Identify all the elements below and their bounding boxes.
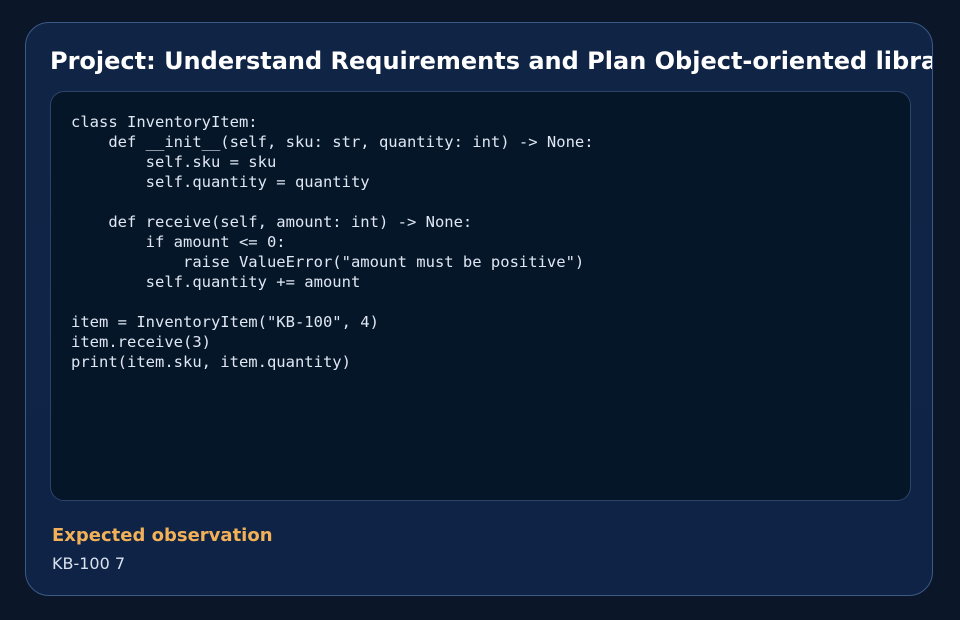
code-panel: class InventoryItem: def __init__(self, … (50, 91, 911, 501)
expected-observation-value: KB-100 7 (52, 554, 126, 573)
lesson-card: Project: Understand Requirements and Pla… (25, 22, 933, 596)
expected-observation-heading: Expected observation (52, 525, 273, 546)
code-block: class InventoryItem: def __init__(self, … (71, 113, 594, 371)
page-title: Project: Understand Requirements and Pla… (50, 47, 933, 75)
